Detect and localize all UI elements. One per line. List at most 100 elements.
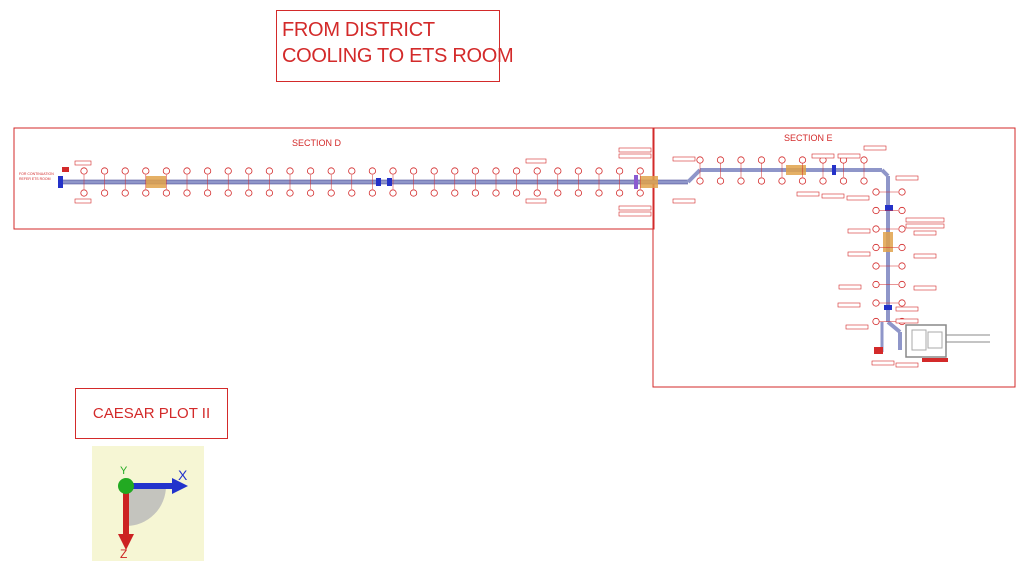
tag-label-box <box>811 153 835 159</box>
support-tag <box>409 167 418 175</box>
support-tag <box>872 317 880 326</box>
support-tag <box>696 177 704 185</box>
title-line-1: FROM DISTRICT <box>282 19 435 41</box>
support-tag <box>430 167 438 175</box>
tag-label-box <box>672 198 696 204</box>
tag-label-box <box>847 251 871 257</box>
support-tag <box>737 156 745 164</box>
support-tag <box>306 189 315 197</box>
support-tag <box>798 156 807 164</box>
support-tag <box>409 189 418 197</box>
support-tag <box>204 189 212 197</box>
drawing-title-box: FROM DISTRICT COOLING TO ETS ROOM <box>276 10 514 82</box>
tag-label-box <box>895 362 919 368</box>
section-d-label: SECTION D <box>292 138 342 148</box>
support-tag <box>492 189 500 197</box>
support-tag <box>142 189 150 197</box>
tag-label-box <box>871 360 895 366</box>
tag-label-box <box>895 306 919 312</box>
support-tag <box>757 177 766 185</box>
support-tag <box>183 189 191 197</box>
support-tag <box>872 280 880 289</box>
support-tag <box>615 189 624 197</box>
support-tag <box>512 167 521 175</box>
title-line-2: COOLING TO ETS ROOM <box>282 45 514 67</box>
axis-triad-icon: X Y Z <box>118 465 188 561</box>
support-tag <box>348 189 356 197</box>
axis-z-label: Z <box>120 547 127 561</box>
support-tag <box>898 262 906 270</box>
continuation-note-line-1: FOR CONTINUATION <box>19 172 54 176</box>
tag-label-box <box>913 285 937 291</box>
support-tag <box>80 167 88 175</box>
support-tag <box>492 167 500 175</box>
support-tag <box>860 156 868 164</box>
tag-label-box <box>74 160 92 166</box>
support-tag <box>819 177 827 185</box>
support-tag <box>286 189 294 197</box>
support-tag <box>872 206 880 215</box>
support-tag <box>162 189 170 197</box>
tag-label-box <box>895 175 919 181</box>
support-tag <box>183 167 191 175</box>
support-tag <box>224 189 232 197</box>
support-tag <box>757 156 766 164</box>
support-tag <box>872 188 880 196</box>
support-tag <box>898 243 906 252</box>
support-tag <box>898 188 906 196</box>
support-tag <box>798 177 807 185</box>
support-tag <box>471 189 479 197</box>
support-tag <box>512 189 521 197</box>
tag-label-box <box>905 217 945 223</box>
tag-label-box <box>618 205 652 211</box>
support-tag <box>716 177 725 185</box>
support-tag <box>224 167 232 175</box>
support-tag <box>696 156 704 164</box>
tag-label-box <box>821 193 845 199</box>
support-tag <box>245 167 253 175</box>
support-tag <box>101 189 109 197</box>
tag-label-box <box>913 230 937 236</box>
support-tag <box>121 167 129 175</box>
support-tag <box>574 189 583 197</box>
support-tag <box>451 167 459 175</box>
tag-label-box <box>74 198 92 204</box>
support-tag <box>430 189 438 197</box>
continuation-note-line-2: REFER ETS ROOM <box>19 177 51 181</box>
support-tag <box>368 189 376 197</box>
support-tag <box>306 167 315 175</box>
support-tag <box>286 167 294 175</box>
support-tag <box>533 189 541 197</box>
support-tag <box>872 225 880 233</box>
axis-y-label: Y <box>120 465 128 477</box>
support-tag <box>554 167 562 175</box>
support-tag <box>121 189 129 197</box>
tag-label-box <box>672 156 696 162</box>
tag-label-box <box>618 147 652 153</box>
tag-label-box <box>837 153 861 159</box>
axis-orientation-widget: X Y Z <box>92 446 204 561</box>
support-tag <box>839 177 848 185</box>
support-tag <box>327 167 335 175</box>
support-tag <box>389 167 397 175</box>
tag-label-box <box>863 145 887 151</box>
tag-label-box <box>905 223 945 229</box>
support-tag <box>554 189 562 197</box>
support-tag <box>778 177 786 185</box>
support-tag <box>368 167 376 175</box>
support-tag <box>898 206 906 215</box>
tag-label-box <box>838 284 862 290</box>
ets-equipment <box>905 324 990 362</box>
support-tag <box>737 177 745 185</box>
support-tag <box>265 189 273 197</box>
tag-label-box <box>913 253 937 259</box>
support-tags <box>80 156 906 326</box>
support-tag <box>636 167 644 175</box>
section-e-label: SECTION E <box>784 133 833 143</box>
support-tag <box>162 167 170 175</box>
tag-label-box <box>895 318 919 324</box>
axis-x-label: X <box>178 467 188 483</box>
support-tag <box>204 167 212 175</box>
support-tag <box>101 167 109 175</box>
support-tag <box>872 262 880 270</box>
